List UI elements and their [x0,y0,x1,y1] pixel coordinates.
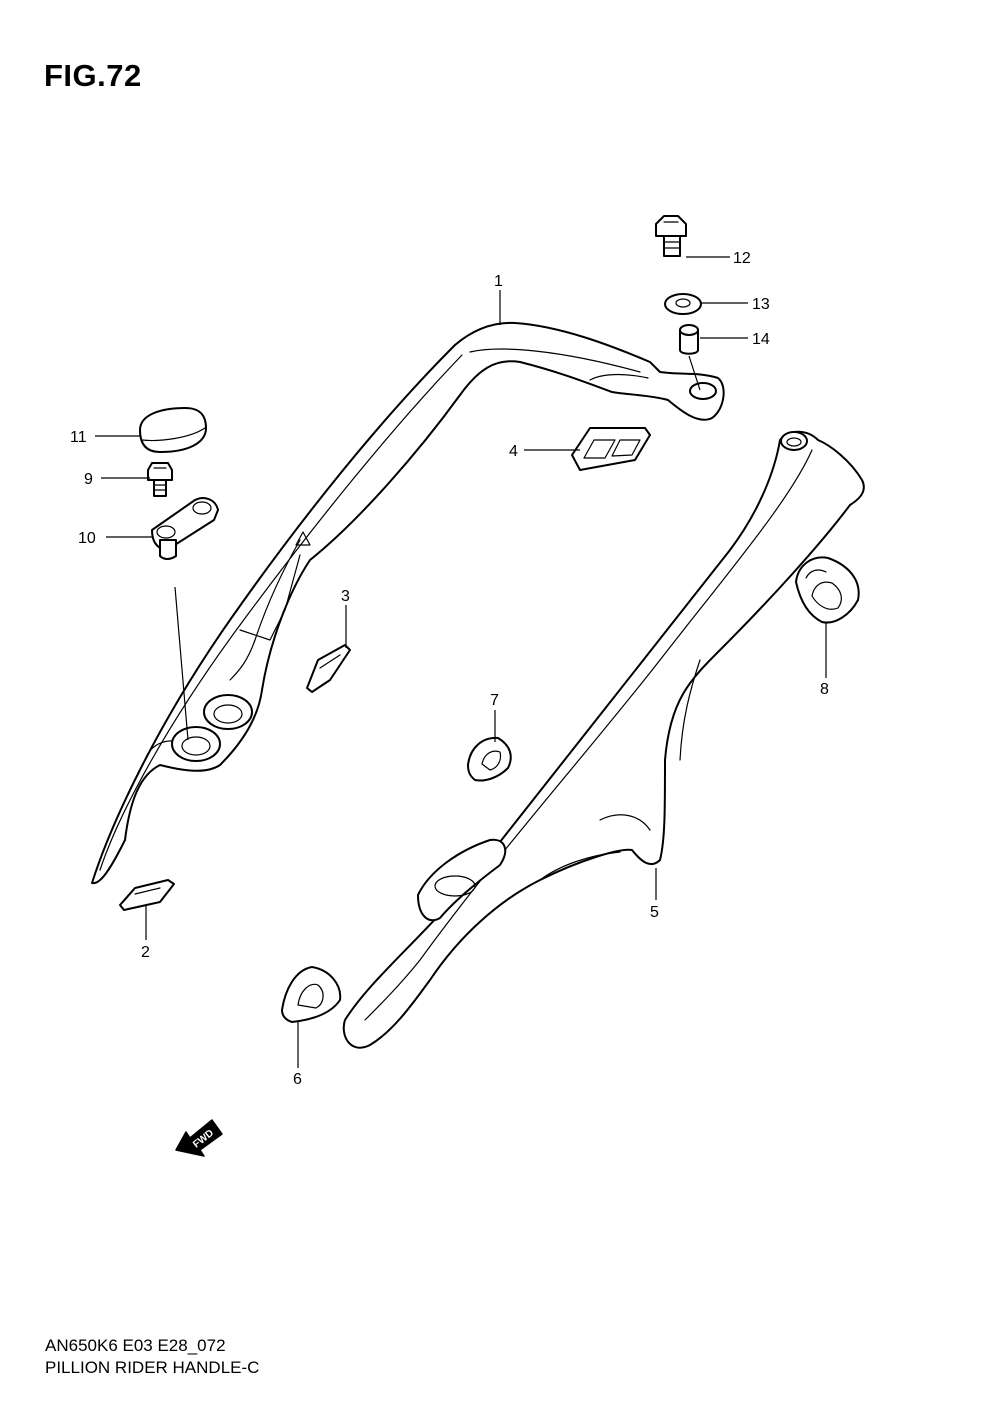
callout-1: 1 [494,273,503,290]
callout-3: 3 [341,588,350,605]
callout-14: 14 [752,331,770,348]
part-12-bolt [655,215,687,257]
callout-13: 13 [752,296,770,313]
callout-9: 9 [84,471,93,488]
part-10-plate [151,497,219,560]
callout-6: 6 [293,1071,302,1088]
part-13-washer [664,293,702,315]
callout-11: 11 [70,429,87,446]
callout-5: 5 [650,904,659,921]
part-1-left-handle [91,321,725,885]
callout-4: 4 [509,443,518,460]
part-7-cushion [467,736,512,782]
callout-8: 8 [820,681,829,698]
leader-lines [95,256,827,1068]
part-6-cushion [281,966,342,1023]
callout-7: 7 [490,692,499,709]
part-2-cover [119,879,175,911]
part-8-cushion [795,556,860,624]
forward-direction-arrow: FWD [175,1119,223,1157]
part-11-cap [139,407,207,453]
callout-12: 12 [733,250,751,267]
part-5-right-handle [342,430,865,1049]
part-9-bolt [147,462,173,497]
figure-name: PILLION RIDER HANDLE-C [45,1358,260,1377]
figure-code: AN650K6 E03 E28_072 [45,1336,226,1355]
part-4-cushion [571,427,651,471]
part-14-collar [679,324,699,355]
callout-10: 10 [78,530,96,547]
callout-2: 2 [141,944,150,961]
callout-labels: 1 2 3 4 5 6 7 8 9 10 11 12 13 14 [70,250,829,1088]
figure-title: FIG.72 [44,58,142,93]
part-3-cover [306,644,351,693]
